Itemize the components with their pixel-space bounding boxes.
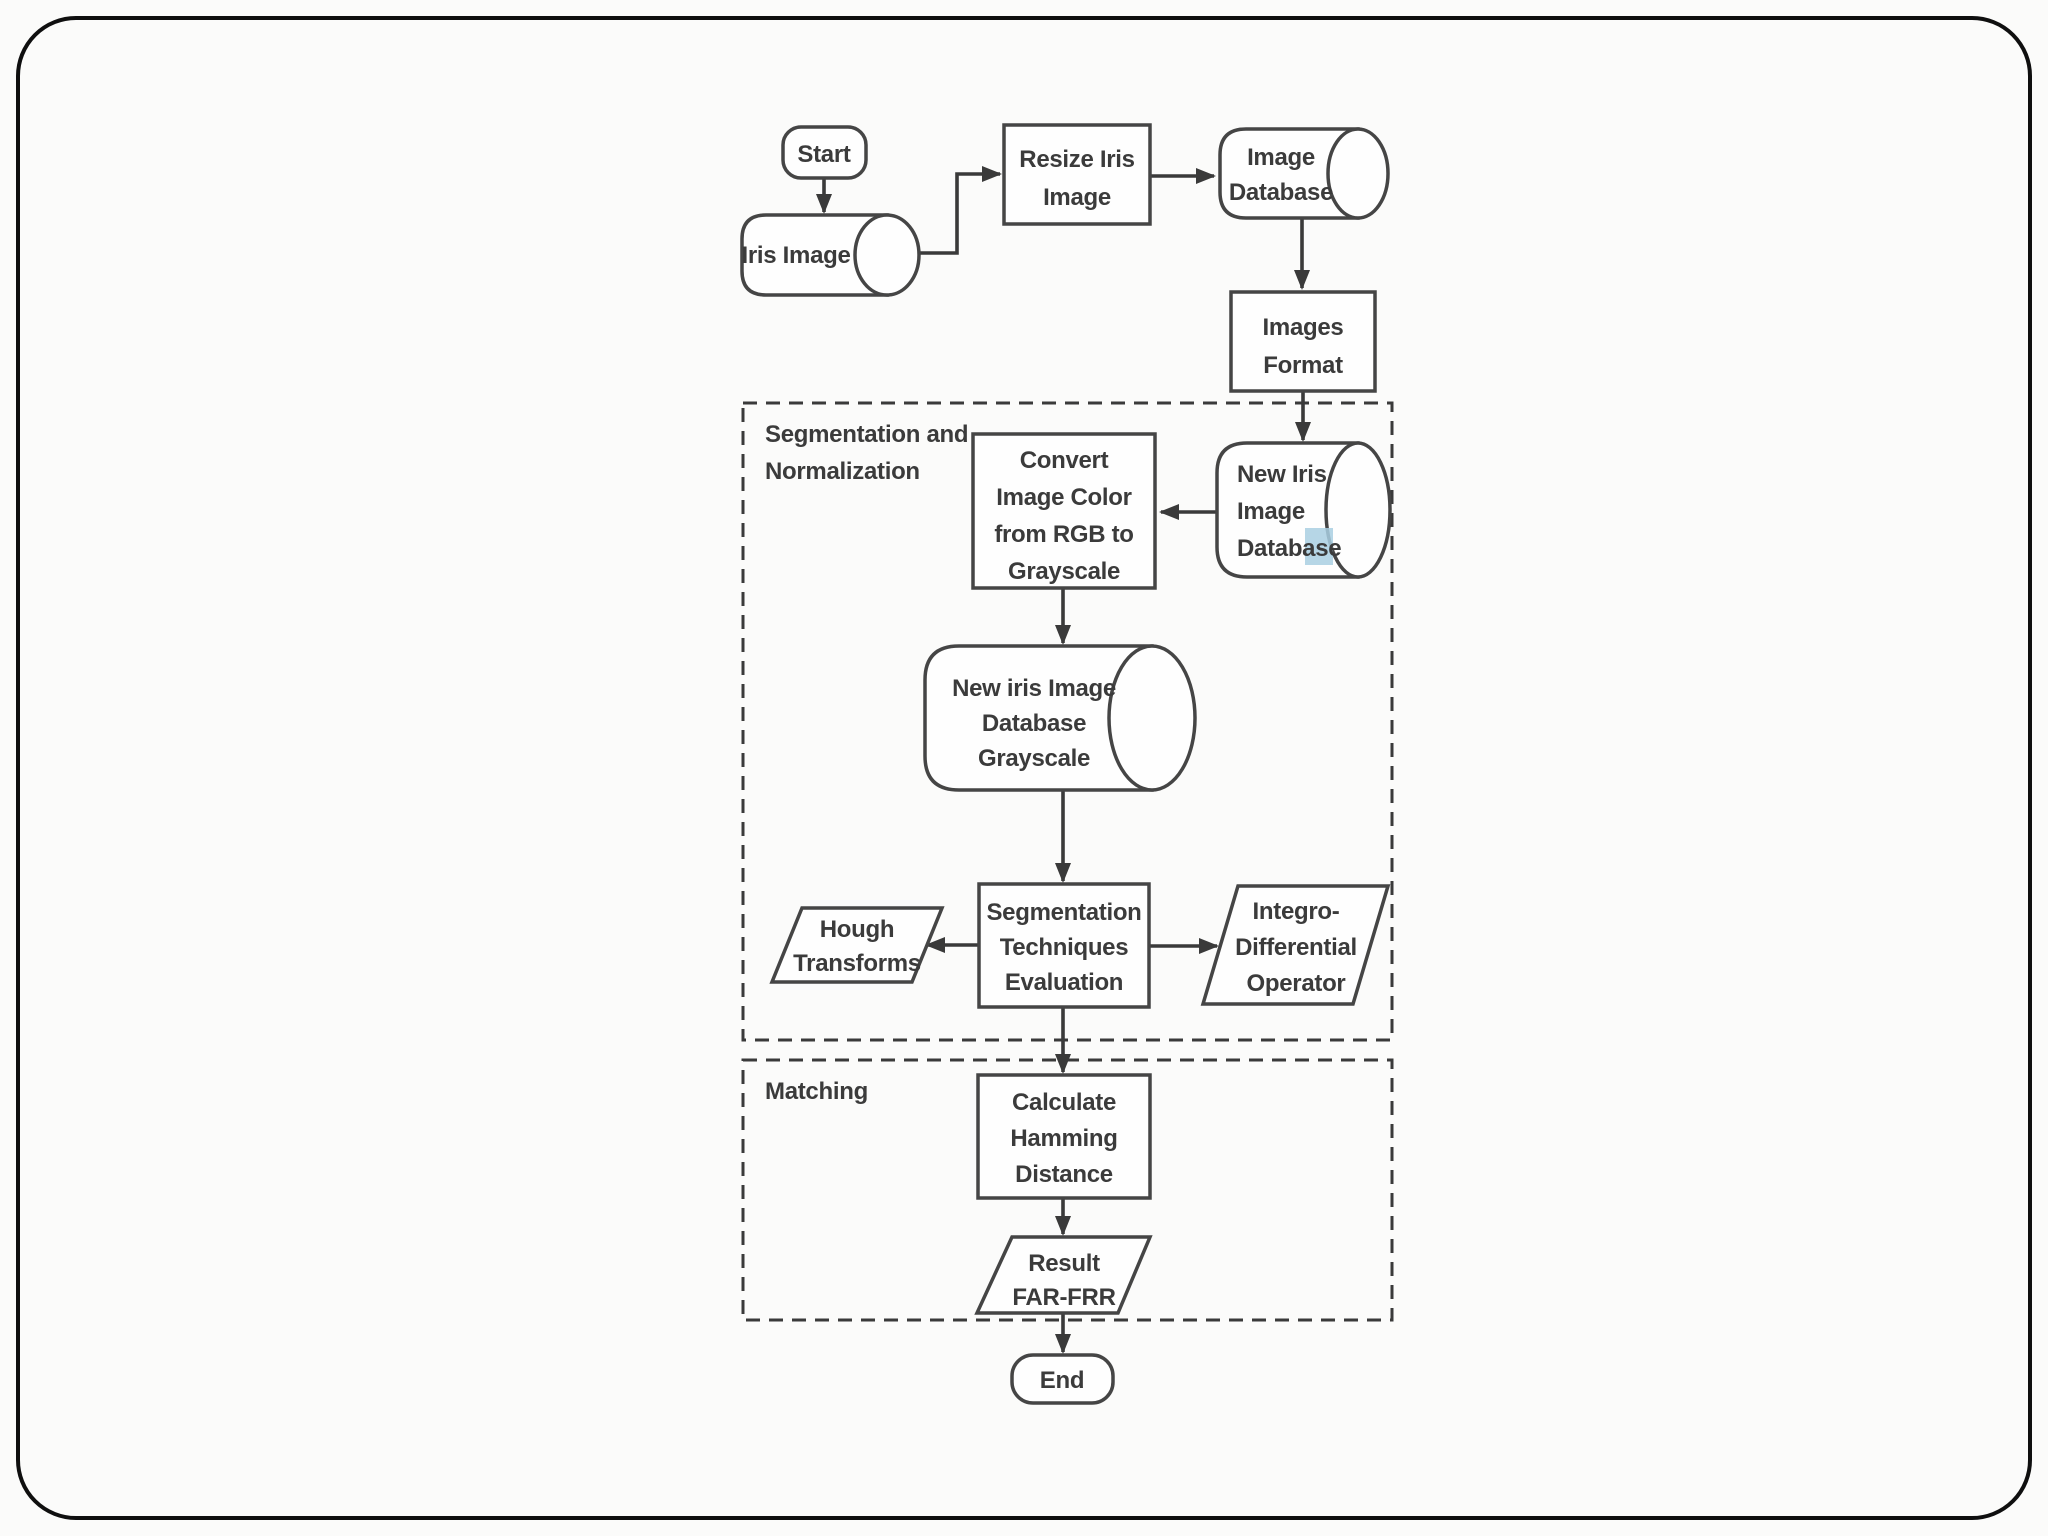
calculate-label-line1: Calculate xyxy=(1012,1089,1116,1116)
node-images-format: Images Format xyxy=(1229,290,1377,393)
integro-label-line1: Integro- xyxy=(1253,898,1340,925)
resize-label-line2: Image xyxy=(1043,184,1111,211)
image-database-label-line2: Database xyxy=(1229,179,1333,206)
node-segmentation-techniques-evaluation: Segmentation Techniques Evaluation xyxy=(977,882,1151,1009)
iris-image-cylinder-cap xyxy=(853,213,921,297)
image-database-label-line1: Image xyxy=(1247,144,1315,171)
images-format-label-line2: Format xyxy=(1263,352,1343,379)
result-shape xyxy=(974,1235,1153,1315)
iris-image-label: Iris Image xyxy=(741,242,850,269)
convert-shape xyxy=(971,432,1157,590)
grayscale-database-label-line1: New iris Image xyxy=(952,675,1116,702)
grayscale-database-cylinder-body xyxy=(923,644,1154,792)
node-image-database: Image Database xyxy=(1218,127,1390,220)
integro-shape xyxy=(1200,884,1391,1006)
convert-label-line3: from RGB to xyxy=(994,521,1133,548)
start-label: Start xyxy=(797,141,850,168)
calculate-shape xyxy=(976,1073,1152,1200)
node-grayscale-database: New iris Image Database Grayscale xyxy=(923,644,1197,792)
end-shape xyxy=(1010,1353,1115,1405)
image-database-cylinder-cap xyxy=(1326,127,1390,220)
hough-label-line2: Transforms xyxy=(793,950,921,977)
node-resize-iris-image: Resize Iris Image xyxy=(1002,123,1152,226)
node-calculate-hamming-distance: Calculate Hamming Distance xyxy=(976,1073,1152,1200)
node-convert-rgb-to-grayscale: Convert Image Color from RGB to Grayscal… xyxy=(971,432,1157,590)
segmentation-evaluation-label-line1: Segmentation xyxy=(986,899,1141,926)
calculate-label-line3: Distance xyxy=(1015,1161,1113,1188)
result-label-line2: FAR-FRR xyxy=(1012,1284,1115,1311)
segmentation-region-label-line2: Normalization xyxy=(765,458,920,485)
segmentation-region-box xyxy=(741,401,1394,1042)
hough-label-line1: Hough xyxy=(820,916,894,943)
new-iris-database-label-line3: Database xyxy=(1237,535,1341,562)
image-database-cylinder-body xyxy=(1218,127,1360,220)
node-result-far-frr: Result FAR-FRR xyxy=(974,1235,1153,1315)
grayscale-database-label-line2: Database xyxy=(982,710,1086,737)
segmentation-evaluation-shape xyxy=(977,882,1151,1009)
region-segmentation-normalization: Segmentation and Normalization xyxy=(741,401,1394,1042)
convert-label-line1: Convert xyxy=(1020,447,1109,474)
result-label-line1: Result xyxy=(1028,1250,1100,1277)
node-integro-differential-operator: Integro- Differential Operator xyxy=(1200,884,1391,1006)
integro-label-line3: Operator xyxy=(1247,970,1346,997)
node-hough-transforms: Hough Transforms xyxy=(769,906,945,984)
new-iris-database-cylinder-cap xyxy=(1324,441,1392,579)
grayscale-database-label-line3: Grayscale xyxy=(978,745,1090,772)
integro-label-line2: Differential xyxy=(1235,934,1357,961)
node-iris-image: Iris Image xyxy=(740,213,921,297)
resize-label-line1: Resize Iris xyxy=(1019,146,1134,173)
end-label: End xyxy=(1040,1367,1084,1394)
node-end: End xyxy=(1010,1353,1115,1405)
page-border xyxy=(16,16,2032,1520)
start-shape xyxy=(781,125,868,180)
matching-region-label: Matching xyxy=(765,1078,868,1105)
calculate-label-line2: Hamming xyxy=(1010,1125,1117,1152)
segmentation-evaluation-label-line3: Evaluation xyxy=(1005,969,1123,996)
new-iris-database-label-line2: Image xyxy=(1237,498,1305,525)
connectors xyxy=(816,166,1311,1354)
edge-iris-image-to-resize xyxy=(919,166,1002,255)
convert-label-line4: Grayscale xyxy=(1008,558,1120,585)
node-start: Start xyxy=(781,125,868,180)
segmentation-evaluation-label-line2: Techniques xyxy=(1000,934,1129,961)
hough-shape xyxy=(769,906,945,984)
convert-label-line2: Image Color xyxy=(996,484,1131,511)
iris-image-cylinder-body xyxy=(740,213,889,297)
grayscale-database-cylinder-cap xyxy=(1107,644,1197,792)
new-iris-database-label-line1: New Iris xyxy=(1237,461,1327,488)
images-format-label-line1: Images xyxy=(1263,314,1344,341)
text-selection-highlight xyxy=(1305,528,1333,565)
node-new-iris-image-database: New Iris Image Database xyxy=(1215,441,1392,579)
resize-shape xyxy=(1002,123,1152,226)
segmentation-region-label-line1: Segmentation and xyxy=(765,421,968,448)
images-format-shape xyxy=(1229,290,1377,393)
